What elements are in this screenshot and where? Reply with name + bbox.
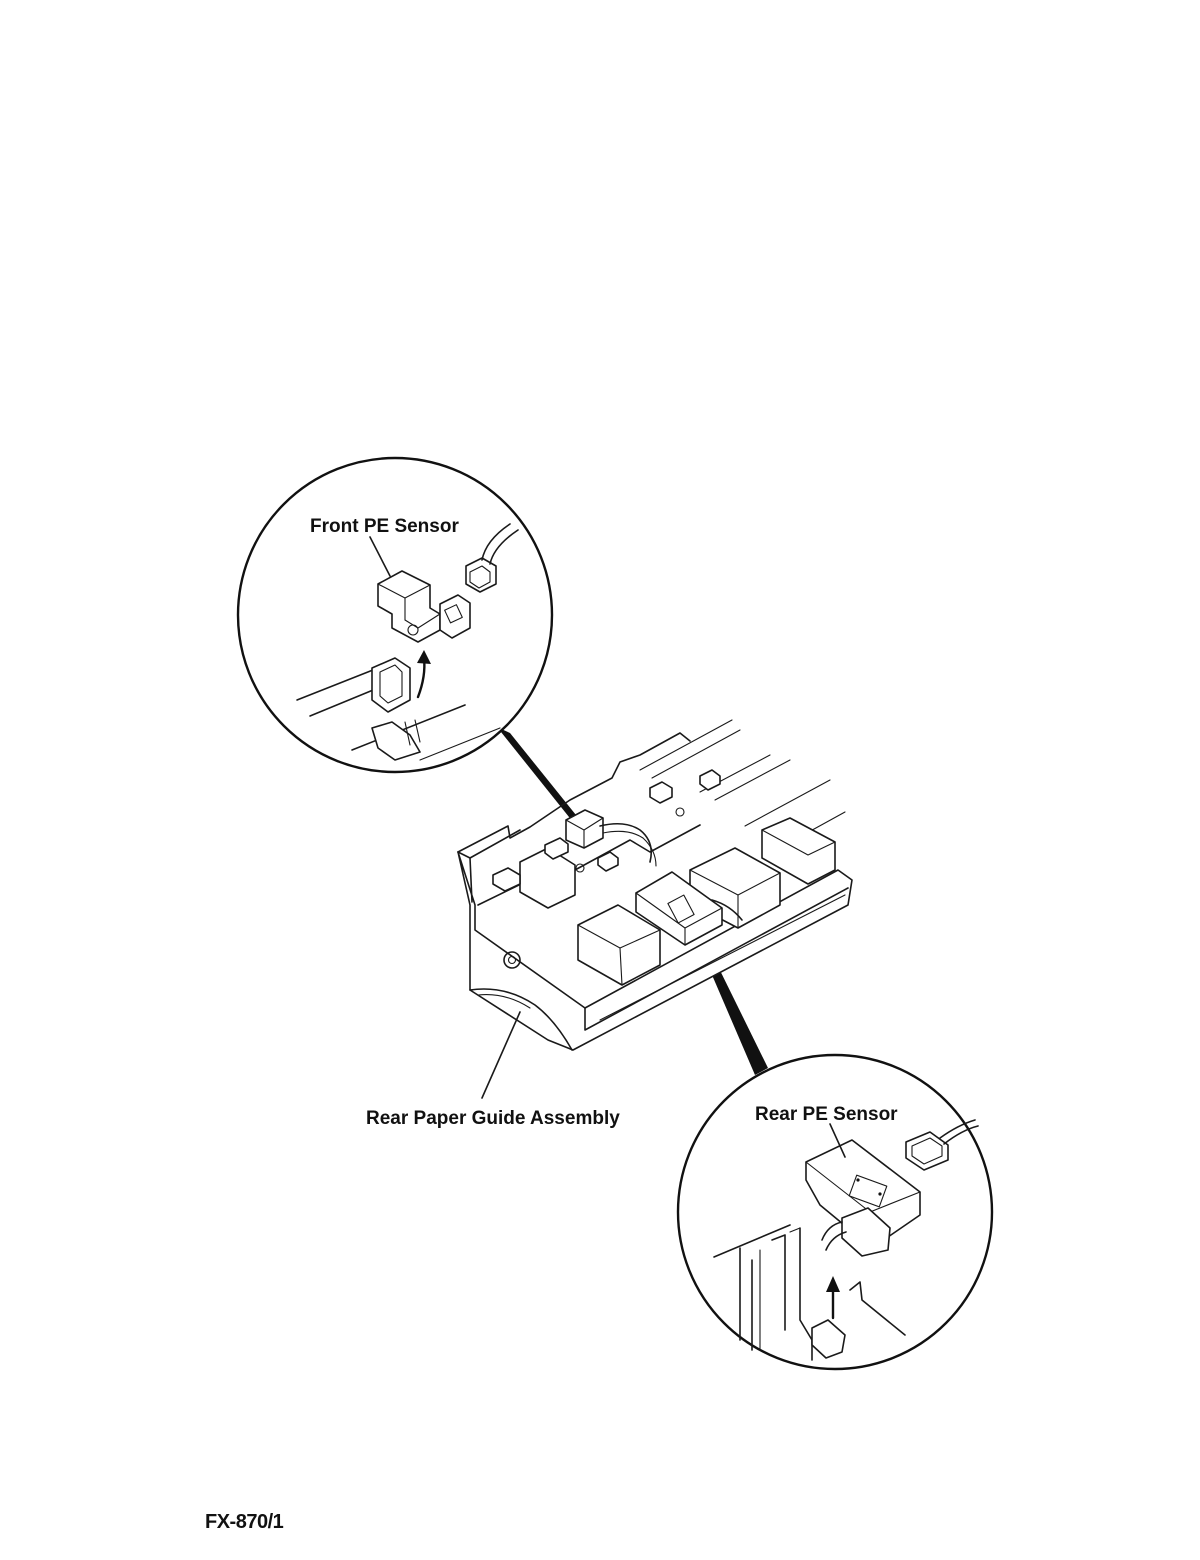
front-detail-pointer (497, 727, 580, 822)
rear-paper-guide-assembly-label: Rear Paper Guide Assembly (366, 1108, 620, 1129)
model-footer: FX-870/1 (205, 1511, 283, 1534)
front-pe-sensor-label: Front PE Sensor (310, 516, 459, 537)
front-detail-view: Front PE Sensor (238, 458, 552, 772)
rear-detail-view: Rear PE Sensor (678, 1055, 992, 1369)
rear-pe-sensor-label: Rear PE Sensor (755, 1104, 898, 1125)
rear-paper-guide-assembly (458, 720, 852, 1050)
assembly-leader (482, 1012, 520, 1098)
